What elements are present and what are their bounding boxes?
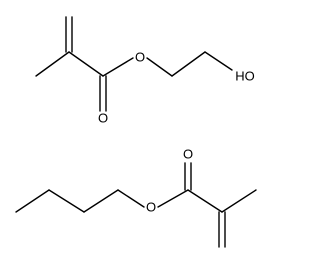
bond-ester-o-ch2 <box>146 57 173 77</box>
ester-oxygen-label: O <box>135 49 145 64</box>
bond-butyl-ester-o <box>117 189 145 208</box>
bond-carbonyl-ester-o <box>102 57 134 77</box>
bond-ch2-ch2 <box>171 51 206 77</box>
bond-methyl <box>221 189 257 213</box>
bond-alkene-carbonyl <box>68 51 104 77</box>
bond-butyl-2 <box>48 189 85 213</box>
bond-butyl-3 <box>83 189 119 213</box>
chemical-structure-diagram: O O HO O O <box>15 16 257 248</box>
bond-carbonyl-alkene <box>187 189 223 213</box>
bond-ch2-hydroxyl <box>204 51 233 71</box>
molecule-butyl-methacrylate: O O <box>15 146 257 248</box>
hydroxyl-label: HO <box>235 68 255 83</box>
carbonyl-oxygen-label: O <box>183 146 193 161</box>
bond-ester-o-carbonyl <box>157 189 189 208</box>
bond-methyl <box>35 51 70 77</box>
carbonyl-oxygen-label: O <box>98 110 108 125</box>
ester-oxygen-label: O <box>146 199 156 214</box>
bond-butyl-1 <box>15 189 50 213</box>
molecule-hema: O O HO <box>35 16 255 125</box>
